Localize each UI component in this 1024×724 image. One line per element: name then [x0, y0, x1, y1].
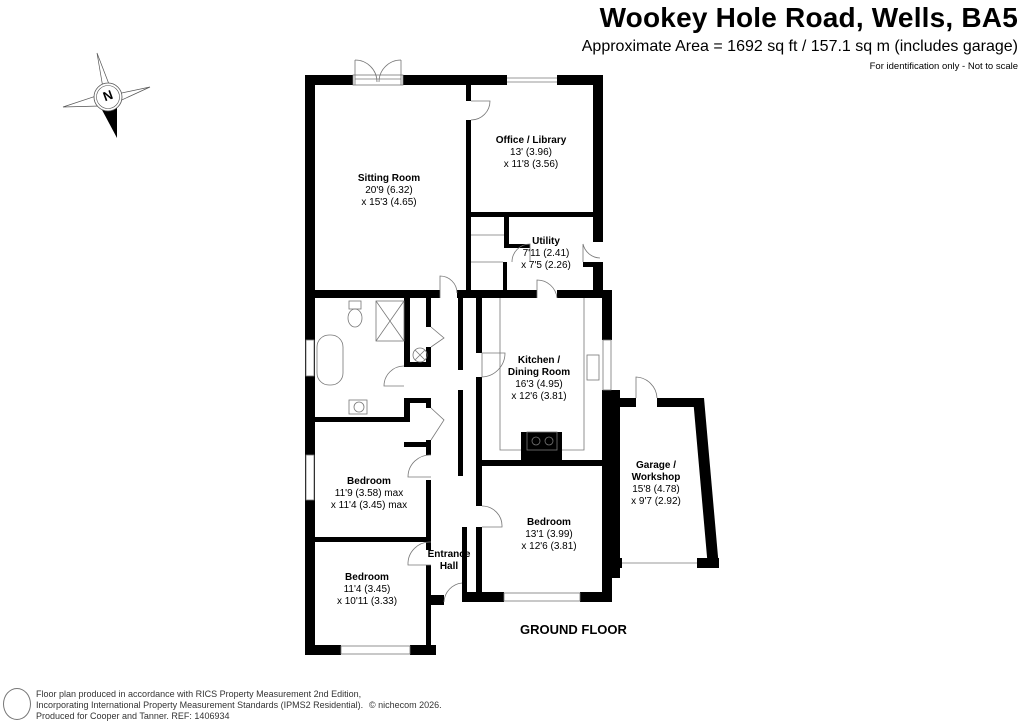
- room-bedroom-3: Bedroom 13'1 (3.99) x 12'6 (3.81): [521, 517, 577, 552]
- room-garage-workshop: Garage / Workshop 15'8 (4.78) x 9'7 (2.9…: [631, 460, 681, 507]
- room-utility: Utility 7'11 (2.41) x 7'5 (2.26): [521, 236, 571, 271]
- property-title: Wookey Hole Road, Wells, BA5: [599, 2, 1018, 33]
- room-office-library: Office / Library 13' (3.96) x 11'8 (3.56…: [495, 135, 567, 170]
- copyright: © nichecom 2026.: [369, 700, 442, 710]
- nichecom-logo-icon: [3, 688, 31, 720]
- north-compass-icon: [62, 52, 151, 138]
- room-bedroom-2: Bedroom 11'4 (3.45) x 10'11 (3.33): [336, 572, 398, 607]
- disclaimer-note: For identification only - Not to scale: [869, 61, 1018, 72]
- room-sitting-room: Sitting Room 20'9 (6.32) x 15'3 (4.65): [357, 173, 421, 208]
- room-bedroom-1: Bedroom 11'9 (3.58) max x 11'4 (3.45) ma…: [330, 476, 408, 511]
- footer-notes: Floor plan produced in accordance with R…: [36, 689, 364, 721]
- floor-label: GROUND FLOOR: [520, 622, 627, 637]
- room-entrance-hall: Entrance Hall: [427, 549, 471, 572]
- approximate-area: Approximate Area = 1692 sq ft / 157.1 sq…: [581, 38, 1018, 55]
- room-kitchen-dining: Kitchen / Dining Room 16'3 (4.95) x 12'6…: [507, 355, 571, 402]
- doors-windows: [305, 59, 697, 655]
